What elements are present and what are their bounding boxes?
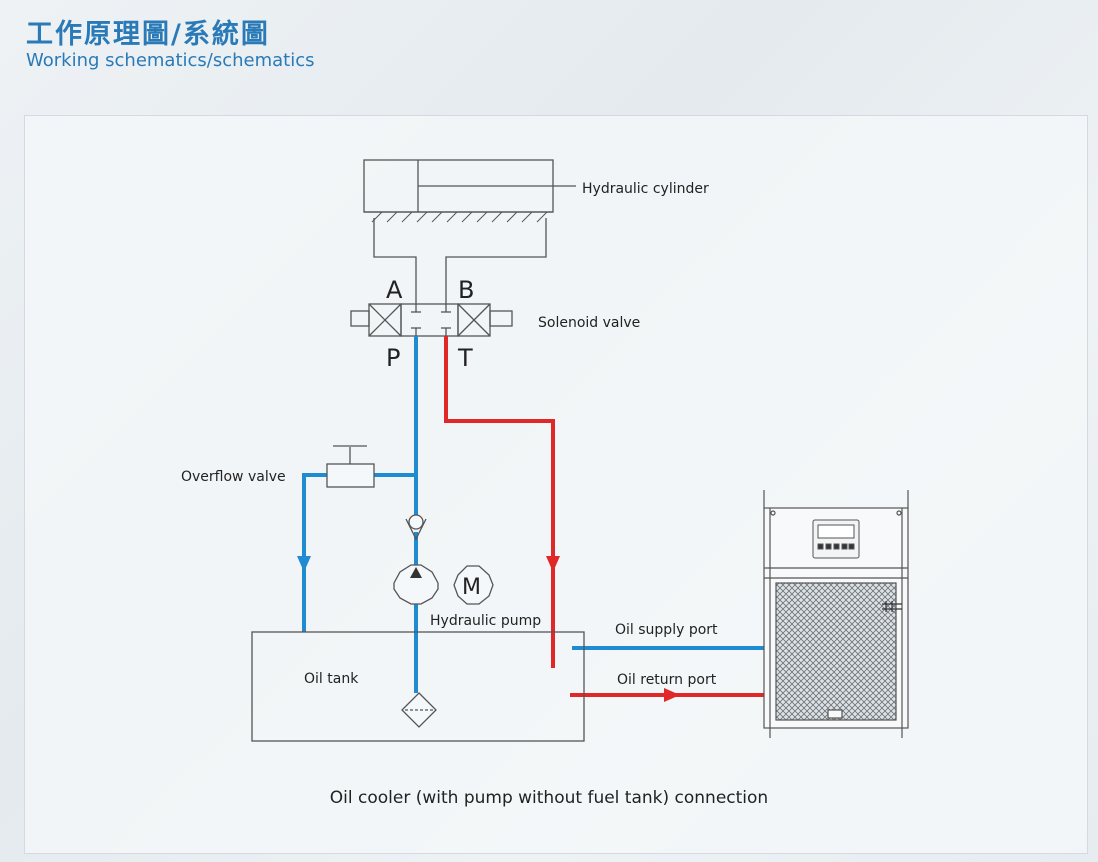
cooler-side-fittings [882,601,902,612]
overflow-arrow [297,556,311,572]
supply-port-label: Oil supply port [615,622,718,638]
cylinder-label: Hydraulic cylinder [582,181,709,197]
supply-lines [302,336,766,693]
cooler-control-panel [812,519,860,559]
return-port-arrow [664,688,680,702]
solenoid-label: Solenoid valve [538,315,640,331]
page-title-zh: 工作原理圖/系統圖 [26,19,270,50]
pump-arrow [410,567,422,578]
page-title-en: Working schematics/schematics [26,50,315,71]
port-b-label: B [458,276,474,304]
return-down-arrow [546,556,560,572]
diagram-caption: Oil cooler (with pump without fuel tank)… [329,788,769,808]
port-p-label: P [386,344,400,372]
title-block: 工作原理圖/系統圖 Working schematics/schematics [26,18,315,72]
return-port-label: Oil return port [617,672,717,688]
filter [401,692,437,728]
overflow-label: Overflow valve [181,469,286,485]
solenoid-valve [350,303,513,337]
oil-tank-label: Oil tank [304,671,359,687]
motor-label: M [462,575,481,600]
return-lines [444,336,766,697]
hydraulic-cylinder [363,159,576,304]
diagram-panel [24,115,1088,854]
port-a-label: A [386,276,403,304]
hydraulic-pump [393,564,439,605]
port-t-label: T [457,344,473,372]
motor [453,565,494,605]
pump-label: Hydraulic pump [430,613,541,629]
overflow-valve [326,445,375,488]
oil-tank [251,631,585,742]
check-valve [405,514,427,541]
